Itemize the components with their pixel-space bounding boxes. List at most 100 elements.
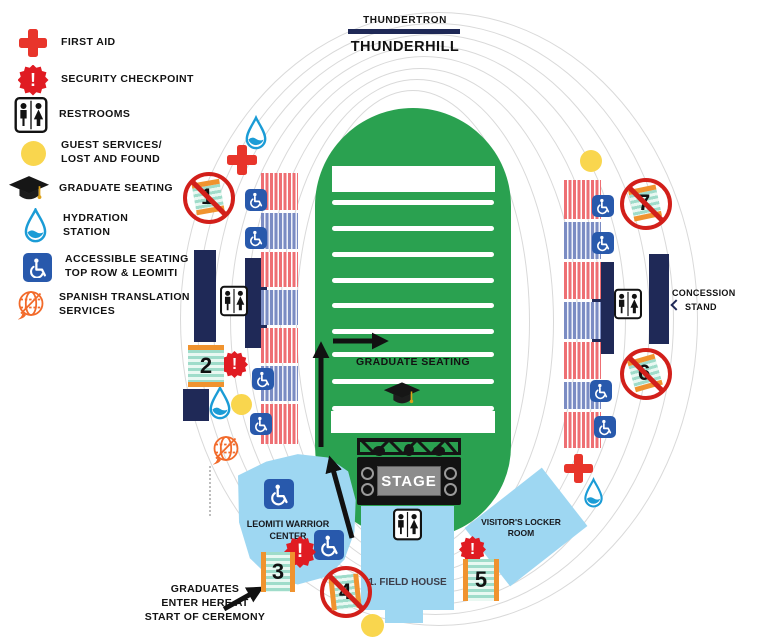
spanish-translation-icon	[12, 286, 50, 324]
stage: STAGE	[357, 457, 461, 505]
legend-item-restrooms: RESTROOMS	[12, 96, 130, 134]
bleacher-section	[564, 262, 601, 299]
field-bottom-block	[331, 411, 495, 433]
section-number: 4	[339, 579, 352, 604]
dotted-path-line	[209, 466, 211, 516]
stage-truss	[357, 438, 461, 458]
accessible-icon	[592, 232, 614, 254]
accessible-icon	[245, 189, 267, 211]
stage-speaker-left	[361, 466, 374, 496]
accessible-icon	[594, 416, 616, 438]
section-2-marker: 2	[188, 345, 224, 387]
legend-label: HYDRATION STATION	[63, 212, 129, 238]
legend-label: GRADUATE SEATING	[59, 182, 173, 195]
accessible-icon	[314, 530, 344, 560]
field-row-line	[332, 226, 494, 231]
spanish-translation-icon	[209, 433, 243, 467]
thundertron-label: THUNDERTRON	[363, 15, 447, 26]
legend-label: SECURITY CHECKPOINT	[61, 73, 194, 86]
bleacher-section	[564, 342, 601, 379]
field-row-line	[332, 252, 494, 257]
legend-label: ACCESSIBLE SEATING TOP ROW & LEOMITI	[65, 253, 189, 279]
section-1-closed-circle: 1	[183, 172, 235, 224]
stage-panel: STAGE	[377, 466, 441, 496]
bleacher-section	[261, 290, 298, 325]
concession-stand-label: CONCESSION STAND	[670, 287, 736, 314]
structure-block	[649, 254, 669, 344]
first-aid-icon	[227, 145, 257, 175]
graduate-cap-icon	[8, 170, 50, 208]
restrooms-icon	[614, 288, 642, 320]
legend-item-security-checkpoint: ! SECURITY CHECKPOINT	[14, 61, 194, 99]
leomiti-warrior-center-label: LEOMITI WARRIOR CENTER	[246, 519, 330, 542]
guest-services-icon	[231, 394, 252, 415]
graduate-cap-icon	[383, 381, 421, 408]
hydration-icon	[582, 477, 605, 510]
legend-item-graduate-seating: GRADUATE SEATING	[8, 170, 173, 208]
accessible-icon	[264, 479, 294, 509]
structure-block	[194, 250, 216, 342]
section-number: 5	[474, 567, 488, 592]
section-5-marker: 5	[463, 559, 499, 601]
field-top-block	[332, 166, 495, 192]
first-aid-icon	[564, 454, 593, 483]
field-row-line	[332, 303, 494, 308]
bleacher-section	[261, 252, 298, 287]
chevron-left-icon	[670, 298, 682, 311]
section-number: 3	[271, 559, 285, 584]
hydration-icon	[16, 207, 54, 245]
section-number: 6	[638, 360, 651, 385]
legend-item-first-aid: FIRST AID	[14, 24, 116, 62]
legend-label: GUEST SERVICES/ LOST AND FOUND	[61, 139, 162, 165]
structure-block	[183, 389, 209, 421]
guest-services-icon	[580, 150, 602, 172]
legend-item-accessible-seating: ACCESSIBLE SEATING TOP ROW & LEOMITI	[18, 248, 189, 286]
field-row-line	[332, 406, 494, 411]
field-row-line	[332, 352, 494, 357]
legend-item-hydration: HYDRATION STATION	[16, 207, 128, 245]
accessible-icon	[245, 227, 267, 249]
legend-item-guest-services: GUEST SERVICES/ LOST AND FOUND	[14, 134, 162, 172]
accessible-icon	[592, 195, 614, 217]
field-row-line	[332, 329, 494, 334]
section-7-closed-circle: 7	[620, 178, 672, 230]
section-number: 7	[638, 190, 651, 215]
legend-label: SPANISH TRANSLATION SERVICES	[59, 291, 190, 317]
field-row-line	[332, 278, 494, 283]
field-row-line	[332, 379, 494, 384]
visitors-locker-room-label: VISITOR'S LOCKER ROOM	[481, 517, 561, 539]
stage-speaker-right	[444, 466, 457, 496]
hydration-icon	[243, 114, 269, 152]
accessible-icon	[590, 380, 612, 402]
stage-label: STAGE	[381, 472, 437, 490]
scoreboard-bar	[348, 29, 460, 34]
first-aid-icon	[14, 24, 52, 62]
legend-item-spanish-translation: SPANISH TRANSLATION SERVICES	[12, 286, 190, 324]
accessible-icon	[250, 413, 272, 435]
accessible-icon	[18, 248, 56, 286]
guest-services-icon	[361, 614, 384, 637]
restrooms-icon	[220, 285, 248, 317]
concession-line2: STAND	[685, 301, 717, 312]
bleacher-section	[261, 328, 298, 363]
graduate-seating-label: GRADUATE SEATING	[356, 356, 470, 368]
field-house-label: 1. FIELD HOUSE	[368, 577, 447, 588]
concession-line1: CONCESSION	[672, 288, 736, 298]
security-checkpoint-icon: !	[14, 61, 52, 99]
field-house-annex	[385, 610, 423, 623]
bleacher-section	[261, 173, 298, 210]
section-number: 2	[199, 353, 213, 378]
bleacher-section	[261, 213, 298, 249]
legend-label: FIRST AID	[61, 36, 116, 49]
guest-services-icon	[14, 134, 52, 172]
legend-label: RESTROOMS	[59, 108, 131, 121]
track-lane-ring	[180, 12, 698, 626]
accessible-icon	[252, 368, 274, 390]
graduates-enter-note: GRADUATES ENTER HERE AT START OF CEREMON…	[144, 583, 266, 624]
stadium-name: THUNDERHILL	[350, 39, 460, 55]
bleacher-section	[564, 302, 601, 339]
hydration-icon	[207, 384, 233, 422]
section-3-marker: 3	[261, 552, 295, 592]
section-4-closed-circle: 4	[320, 566, 372, 618]
restrooms-icon	[393, 508, 422, 541]
